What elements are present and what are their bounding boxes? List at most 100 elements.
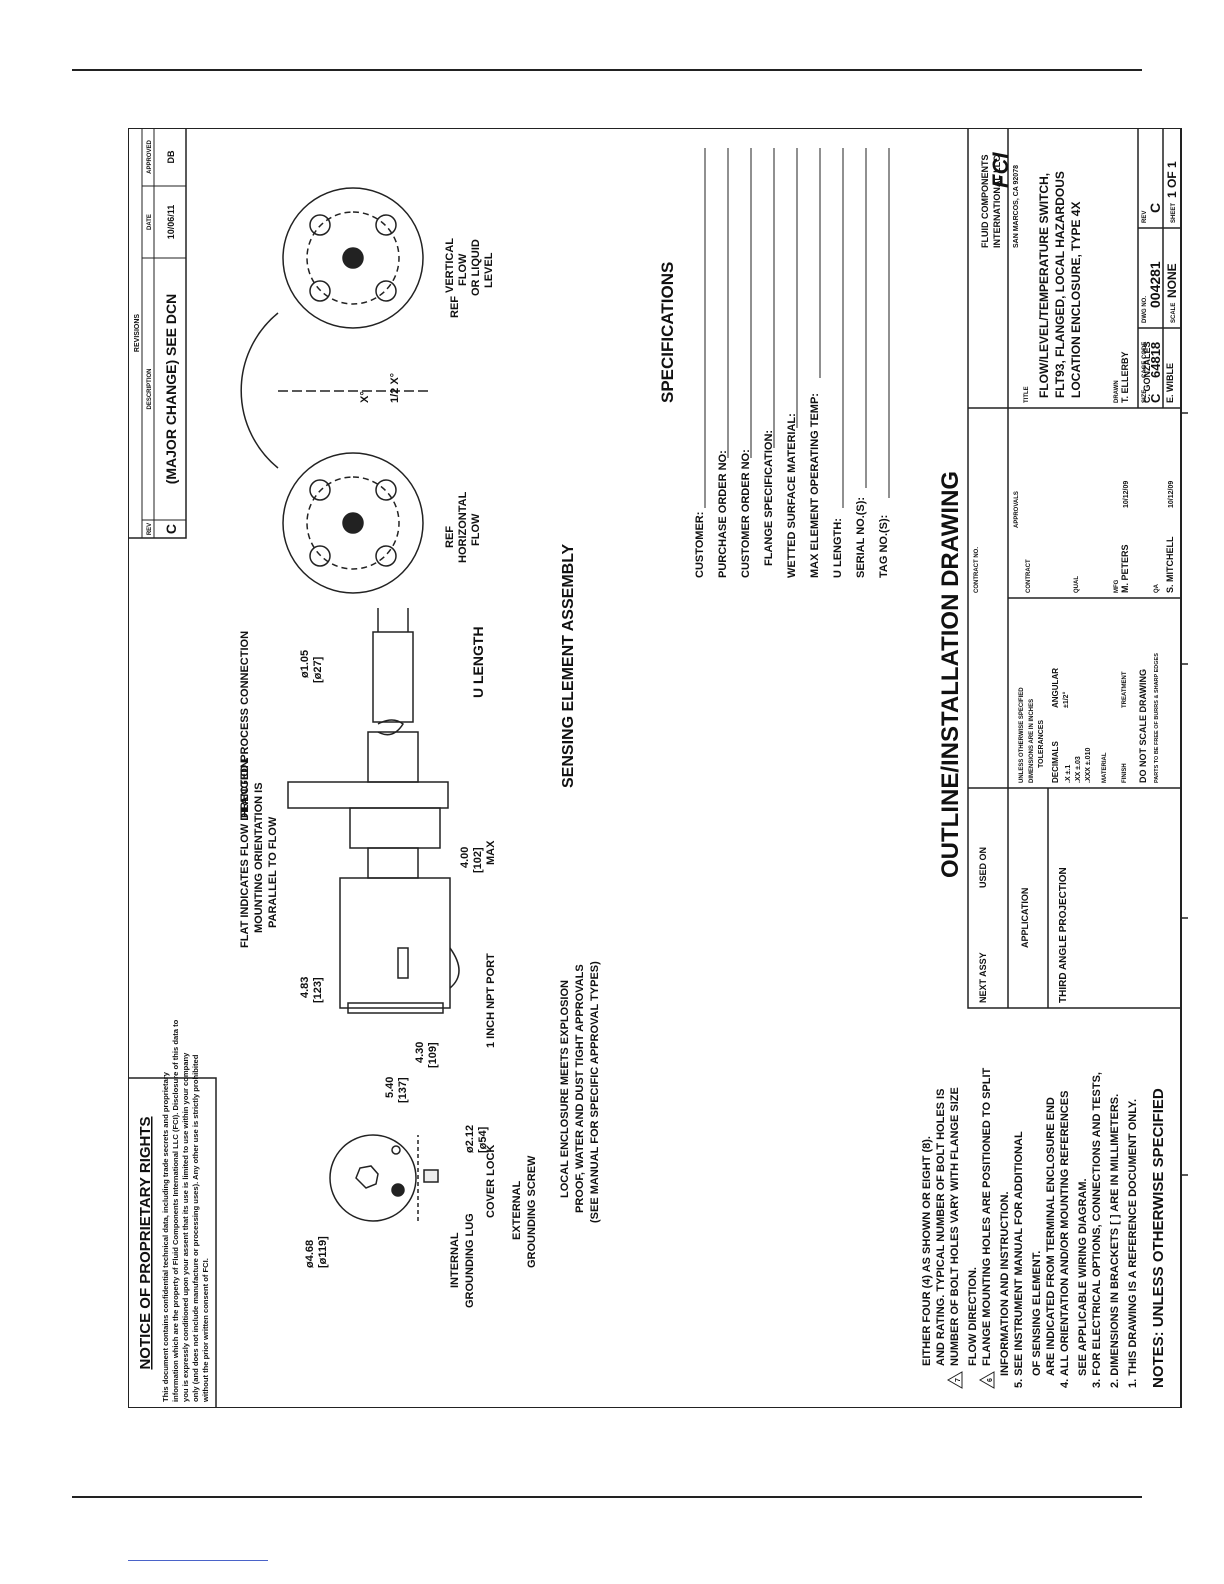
- npt-label: 1 INCH NPT PORT: [485, 953, 497, 1048]
- spec-tag: TAG NO.(S):: [878, 515, 890, 578]
- company-location: SAN MARCOS, CA 92078: [1013, 165, 1020, 248]
- dwg-label: DWG NO.: [1142, 296, 1148, 323]
- application: APPLICATION: [1020, 888, 1030, 948]
- vert-label-2: FLOW: [457, 253, 469, 286]
- date-col-label: DATE: [147, 214, 153, 230]
- end-view-labels: INTERNAL GROUNDING LUG COVER LOCK EXTERN…: [304, 961, 601, 1308]
- qa-label: QA: [1154, 583, 1160, 593]
- note-6b: FLOW DIRECTION.: [967, 1267, 979, 1366]
- note-7-num: 7: [955, 1378, 962, 1382]
- scale-label: SCALE: [1171, 303, 1177, 323]
- desc-col-label: DESCRIPTION: [147, 368, 153, 409]
- qa-date: 10/12/09: [1168, 481, 1175, 508]
- notes-heading: NOTES: UNLESS OTHERWISE SPECIFIED: [1150, 1088, 1167, 1388]
- dim-540-mm: [137]: [397, 1077, 409, 1103]
- used-on: USED ON: [978, 847, 988, 888]
- enclosure-label-1: LOCAL ENCLOSURE MEETS EXPLOSION: [559, 980, 571, 1198]
- flange-labels: REF HORIZONTAL FLOW VERTICAL FLOW OR LIQ…: [359, 238, 495, 563]
- rev-date: 10/06/11: [166, 205, 176, 240]
- dnss: DO NOT SCALE DRAWING: [1138, 669, 1148, 783]
- size-label: SIZE: [1142, 390, 1148, 403]
- end-view: [329, 1134, 439, 1222]
- notice-line-2: information which are the property of Fl…: [171, 1019, 180, 1402]
- rotated-drawing: D C B A D C B A 4 3 2 1 4 3 2 1 NOTICE O…: [93, 8, 1222, 1432]
- rev-col-label: REV: [147, 523, 153, 535]
- enclosure-label-2: PROOF, WATER AND DUST TIGHT APPROVALS: [574, 964, 586, 1213]
- company-1: FLUID COMPONENTS: [980, 155, 990, 249]
- horiz-ref-label: REF: [444, 526, 456, 548]
- sheet-value: 1 OF 1: [1165, 161, 1179, 198]
- dim-105: ø1.05: [299, 650, 311, 678]
- title-line-2: FLT93, FLANGED, LOCAL HAZARDOUS: [1053, 171, 1067, 398]
- angle-half-x-label: 1/2 X°: [389, 373, 401, 403]
- dim-400-max: MAX: [485, 840, 497, 865]
- revisions-header: REVISIONS: [134, 314, 141, 352]
- burrs: PARTS TO BE FREE OF BURRS & SHARP EDGES: [1154, 653, 1160, 783]
- engineering-drawing: D C B A D C B A 4 3 2 1 4 3 2 1 NOTICE O…: [93, 103, 1222, 1432]
- drawn-name: T. ELLERBY: [1120, 351, 1130, 403]
- enclosure-label-3: (SEE MANUAL FOR SPECIFIC APPROVAL TYPES): [589, 961, 601, 1223]
- qual-label: QUAL: [1074, 576, 1080, 593]
- title-block: [967, 127, 1182, 1009]
- dec-1: .X ±.1: [1065, 765, 1072, 783]
- note-2: 2. DIMENSIONS IN BRACKETS [ ] ARE IN MIL…: [1109, 1094, 1121, 1388]
- dwg-value: 004281: [1147, 261, 1163, 308]
- notice-title: NOTICE OF PROPRIETARY RIGHTS: [137, 1116, 154, 1369]
- link-underline: [128, 1560, 268, 1561]
- angular: ANGULAR: [1051, 668, 1060, 708]
- dim-430: 4.30: [414, 1042, 426, 1063]
- note-6a: FLANGE MOUNTING HOLES ARE POSITIONED TO …: [981, 1067, 993, 1366]
- projection: THIRD ANGLE PROJECTION: [1058, 867, 1069, 1003]
- note-7a: NUMBER OF BOLT HOLES VARY WITH FLANGE SI…: [949, 1087, 961, 1366]
- note-6-triangle: [978, 1371, 995, 1389]
- contract-label: CONTRACT: [1026, 559, 1032, 593]
- notice-line-4: only (and does not include manufacture o…: [191, 1054, 200, 1402]
- spec-max-temp: MAX ELEMENT OPERATING TEMP:: [809, 393, 821, 578]
- vert-label-4: LEVEL: [483, 252, 495, 288]
- horiz-label-3: FLOW: [470, 513, 482, 546]
- spec-serial: SERIAL NO.(S):: [855, 497, 867, 578]
- note-4c: OF SENSING ELEMENT.: [1031, 1251, 1043, 1376]
- spec-wetted: WETTED SURFACE MATERIAL:: [786, 413, 798, 578]
- engr-name: E. WIBLE: [1165, 363, 1175, 403]
- spec-flange: FLANGE SPECIFICATION:: [763, 430, 775, 566]
- tol-2: DIMENSIONS ARE IN INCHES: [1029, 699, 1035, 783]
- top-rule: [72, 69, 1142, 71]
- outline-title: OUTLINE/INSTALLATION DRAWING: [937, 471, 964, 878]
- next-assy: NEXT ASSY: [978, 952, 988, 1003]
- rev-description: (MAJOR CHANGE) SEE DCN: [163, 294, 179, 485]
- external-ground-label-2: GROUNDING SCREW: [526, 1155, 538, 1268]
- vert-label-3: OR LIQUID: [470, 239, 482, 296]
- note-4b: ARE INDICATED FROM TERMINAL ENCLOSURE EN…: [1045, 1097, 1057, 1376]
- notice-line-5: without the prior written consent of FCI…: [201, 1258, 210, 1403]
- company-2: INTERNATIONAL LLC: [992, 155, 1002, 248]
- spec-po: PURCHASE ORDER NO:: [717, 450, 729, 578]
- dim-400-mm: [102]: [472, 847, 484, 873]
- note-3b: SEE APPLICABLE WIRING DIAGRAM.: [1077, 1178, 1089, 1376]
- internal-ground-label-1: INTERNAL: [449, 1232, 461, 1288]
- proprietary-notice: NOTICE OF PROPRIETARY RIGHTS This docume…: [127, 1019, 217, 1409]
- side-view: [287, 608, 460, 1014]
- treatment: TREATMENT: [1122, 671, 1128, 708]
- note-7-triangle: [946, 1371, 963, 1389]
- angle-x-label: X°: [359, 391, 371, 403]
- mfg-name: M. PETERS: [1120, 544, 1130, 593]
- dim-540: 5.40: [384, 1077, 396, 1098]
- spec-co: CUSTOMER ORDER NO:: [740, 449, 752, 578]
- angular-val: ±1/2°: [1062, 691, 1070, 708]
- dim-483-mm: [123]: [312, 977, 324, 1003]
- sheet-label: SHEET: [1171, 203, 1177, 223]
- flange-views: [240, 187, 428, 594]
- dim-430-mm: [109]: [427, 1042, 439, 1068]
- finish: FINISH: [1122, 763, 1128, 783]
- flat-label-1: FLAT INDICATES FLOW DIRECTION.: [239, 757, 251, 948]
- tol-1: UNLESS OTHERWISE SPECIFIED: [1019, 687, 1025, 783]
- rev-approved: DB: [166, 150, 176, 163]
- dim-212: ø2.12: [464, 1125, 476, 1153]
- mfg-date: 10/12/09: [1123, 481, 1130, 508]
- size-value: C: [1148, 393, 1163, 403]
- note-5b: INFORMATION AND INSTRUCTION.: [999, 1191, 1011, 1376]
- vert-ref-label: REF: [449, 296, 461, 318]
- spec-u-length: U LENGTH:: [832, 518, 844, 578]
